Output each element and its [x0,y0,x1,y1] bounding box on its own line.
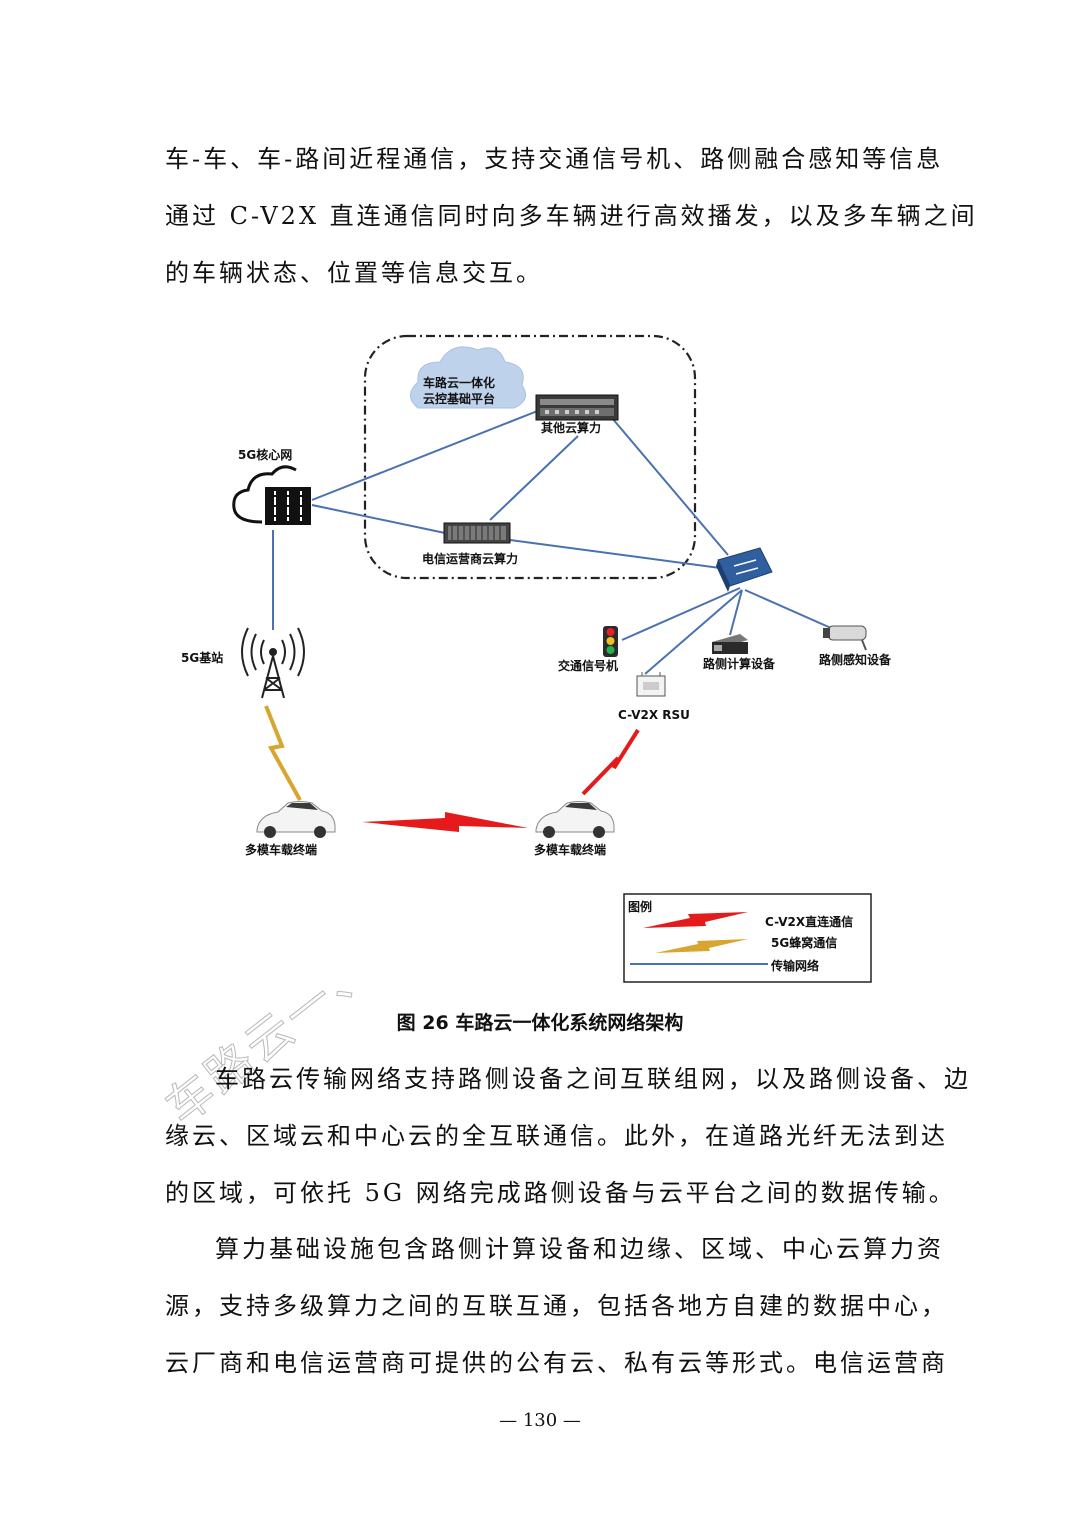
cloud-platform-label-1: 车路云一体化 [423,375,495,390]
legend-title: 图例 [628,899,652,914]
text-line: 云厂商和电信运营商可提供的公有云、私有云等形式。电信运营商 [165,1349,948,1377]
roadside-compute-label: 路侧计算设备 [703,656,776,671]
network-architecture-diagram: 车路云一体化 云控基础平台 其他云算力 电信运营商云算力 5G核心网 5G基站 [181,334,892,983]
legend-item-cellular: 5G蜂窝通信 [771,935,837,950]
telecom-cloud-label: 电信运营商云算力 [422,551,518,566]
legend: 图例 C-V2X直连通信 5G蜂窝通信 传输网络 [623,893,872,983]
paragraph-middle: 车路云传输网络支持路侧设备之间互联组网，以及路侧设备、边 缘云、区域云和中心云的… [165,1051,971,1222]
cv2x-link-vehicles [362,812,528,832]
core-network-icon [232,465,311,525]
network-switch-icon [716,547,773,592]
traffic-signal-label: 交通信号机 [558,658,618,673]
cv2x-link-rsu [581,728,640,796]
base-station-icon [241,627,305,699]
vehicle-left-icon [256,801,336,838]
page-number: — 130 — [499,1410,581,1431]
text-line: 通过 C-V2X 直连通信同时向多车辆进行高效播发，以及多车辆之间 [165,202,978,230]
figure-caption: 图 26 车路云一体化系统网络架构 [396,1012,684,1034]
paragraph-top: 车-车、车-路间近程通信，支持交通信号机、路侧融合感知等信息 通过 C-V2X … [165,131,978,302]
telecom-server-icon [443,522,511,544]
text-line: 车路云传输网络支持路侧设备之间互联组网，以及路侧设备、边 [215,1065,971,1093]
text-line: 车-车、车-路间近程通信，支持交通信号机、路侧融合感知等信息 [165,145,944,173]
legend-item-transport: 传输网络 [770,958,819,973]
vehicle-left-label: 多模车载终端 [245,842,317,857]
text-line: 算力基础设施包含路侧计算设备和边缘、区域、中心云算力资 [215,1235,944,1263]
rsu-icon [636,672,666,697]
traffic-signal-icon [603,626,618,657]
roadside-sensor-icon [823,625,867,651]
paragraph-bottom: 算力基础设施包含路侧计算设备和边缘、区域、中心云算力资 源，支持多级算力之间的互… [165,1221,948,1392]
roadside-compute-icon [712,634,748,654]
other-cloud-label: 其他云算力 [541,420,601,435]
rsu-label: C-V2X RSU [618,708,690,722]
cloud-platform-icon [410,346,527,409]
text-line: 的区域，可依托 5G 网络完成路侧设备与云平台之间的数据传输。 [165,1179,956,1207]
base-station-label: 5G基站 [181,650,223,665]
legend-cv2x-line [643,912,748,928]
text-line: 的车辆状态、位置等信息交互。 [165,259,543,287]
cloud-platform-label-2: 云控基础平台 [423,391,495,406]
legend-item-cv2x: C-V2X直连通信 [765,914,853,929]
text-line: 缘云、区域云和中心云的全互联通信。此外，在道路光纤无法到达 [165,1122,948,1150]
vehicle-right-icon [535,801,615,838]
core-network-label: 5G核心网 [238,447,292,462]
vehicle-right-label: 多模车载终端 [534,842,606,857]
cellular-link [264,705,302,801]
legend-cellular-line [655,939,748,953]
transport-links [272,409,841,675]
text-line: 源，支持多级算力之间的互联互通，包括各地方自建的数据中心， [165,1292,948,1320]
roadside-sensor-label: 路侧感知设备 [819,652,892,667]
server-rack-icon [535,394,619,421]
cloud-boundary [363,334,697,580]
